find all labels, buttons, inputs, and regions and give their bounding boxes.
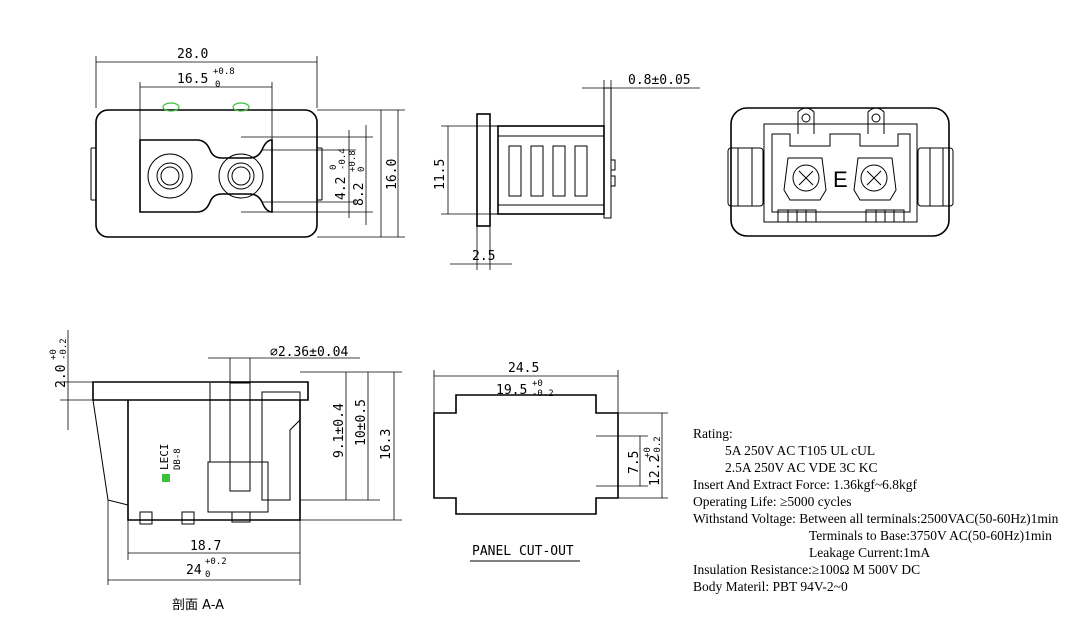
spec-insulation: Insulation Resistance:≥100Ω M 500V DC [693, 562, 920, 577]
side-pin-dim: 0.8±0.05 [628, 73, 691, 88]
svg-text:7.5: 7.5 [627, 451, 642, 474]
svg-text:4.2: 4.2 [334, 177, 349, 200]
section-height-dim: 16.3 [379, 429, 394, 460]
section-green-mark [162, 474, 170, 482]
svg-text:8.2: 8.2 [352, 183, 367, 206]
spec-block: Rating: 5A 250V AC T105 UL cUL 2.5A 250V… [693, 426, 1059, 594]
side-view: 0.8±0.05 11.5 2.5 [433, 73, 700, 270]
back-view: E [727, 107, 954, 237]
section-pin [229, 382, 251, 492]
svg-text:+0: +0 [532, 379, 543, 389]
back-outline [730, 107, 950, 237]
svg-text:-0.2: -0.2 [653, 436, 663, 458]
svg-text:+0.2: +0.2 [205, 557, 227, 567]
spec-body-material: Body Materil: PBT 94V-2~0 [693, 579, 848, 594]
side-flange-dim: 2.5 [472, 249, 495, 264]
section-model: DB-8 [173, 448, 183, 470]
spec-insert-force: Insert And Extract Force: 1.36kgf~6.8kgf [693, 477, 918, 492]
back-terminal-left [797, 107, 815, 134]
front-terminal-left [162, 102, 180, 112]
front-pin-hole-right [218, 153, 264, 199]
svg-text:+0.8: +0.8 [213, 67, 235, 77]
side-body [497, 125, 605, 215]
cutout-width-dim: 24.5 [508, 361, 539, 376]
back-screw-right [860, 164, 888, 192]
spec-rating-1: 5A 250V AC T105 UL cUL [725, 443, 875, 458]
side-pin [603, 87, 612, 219]
spec-operating-life: Operating Life: ≥5000 cycles [693, 494, 851, 509]
svg-text:0: 0 [215, 80, 220, 90]
svg-text:-0.2: -0.2 [532, 389, 554, 399]
cutout-outline [433, 394, 619, 515]
section-flange [92, 381, 309, 401]
section-pin-diameter: ∅2.36±0.04 [270, 345, 348, 360]
front-spacing-dim: 16.5 [177, 72, 208, 87]
svg-text:24: 24 [186, 563, 202, 578]
svg-text:-0.2: -0.2 [59, 338, 69, 360]
svg-text:+0.8: +0.8 [348, 150, 358, 172]
svg-text:19.5: 19.5 [496, 383, 527, 398]
svg-text:9.1±0.4: 9.1±0.4 [332, 403, 347, 458]
svg-text:0: 0 [329, 165, 339, 170]
svg-text:18.7: 18.7 [190, 539, 221, 554]
front-height-dim: 16.0 [385, 159, 400, 190]
spec-terminals-base: Terminals to Base:3750V AC(50-60Hz)1min [809, 528, 1052, 543]
side-flange [476, 113, 491, 227]
front-outline [95, 109, 318, 238]
svg-text:0: 0 [357, 167, 367, 172]
svg-text:12.2: 12.2 [648, 455, 663, 486]
cutout-view: 24.5 19.5 +0 -0.2 7.5 12.2 +0 -0.2 PANEL… [433, 361, 668, 562]
front-terminal-right [232, 102, 250, 112]
spec-withstand: Withstand Voltage: Between all terminals… [693, 511, 1059, 526]
front-width-dim: 28.0 [177, 47, 208, 62]
svg-text:+0: +0 [49, 349, 59, 360]
front-socket-outline [139, 139, 273, 213]
svg-text:-0.4: -0.4 [338, 148, 348, 170]
svg-text:+0: +0 [643, 447, 653, 458]
spec-rating-label: Rating: [693, 426, 733, 441]
svg-text:10±0.5: 10±0.5 [354, 399, 369, 446]
svg-text:0: 0 [205, 570, 210, 580]
side-height-dim: 11.5 [433, 159, 448, 190]
back-terminal-right [867, 107, 885, 134]
cutout-title: PANEL CUT-OUT [472, 544, 574, 559]
svg-text:2.0: 2.0 [54, 365, 69, 388]
spec-leakage: Leakage Current:1mA [809, 545, 930, 560]
front-view: 28.0 16.5 +0.8 0 4.2 0 -0.4 8.2 +0.8 0 1… [90, 47, 405, 238]
section-view: LECI DB-8 ∅2.36±0.04 2.0 +0 -0.2 9.1±0.4… [49, 330, 402, 613]
spec-rating-2: 2.5A 250V AC VDE 3C KC [725, 460, 878, 475]
back-mark-letter: E [833, 167, 848, 192]
front-pin-hole-left [147, 153, 193, 199]
section-caption: 剖面 A-A [172, 598, 224, 613]
section-brand: LECI [158, 444, 171, 471]
back-screw-left [792, 164, 820, 192]
